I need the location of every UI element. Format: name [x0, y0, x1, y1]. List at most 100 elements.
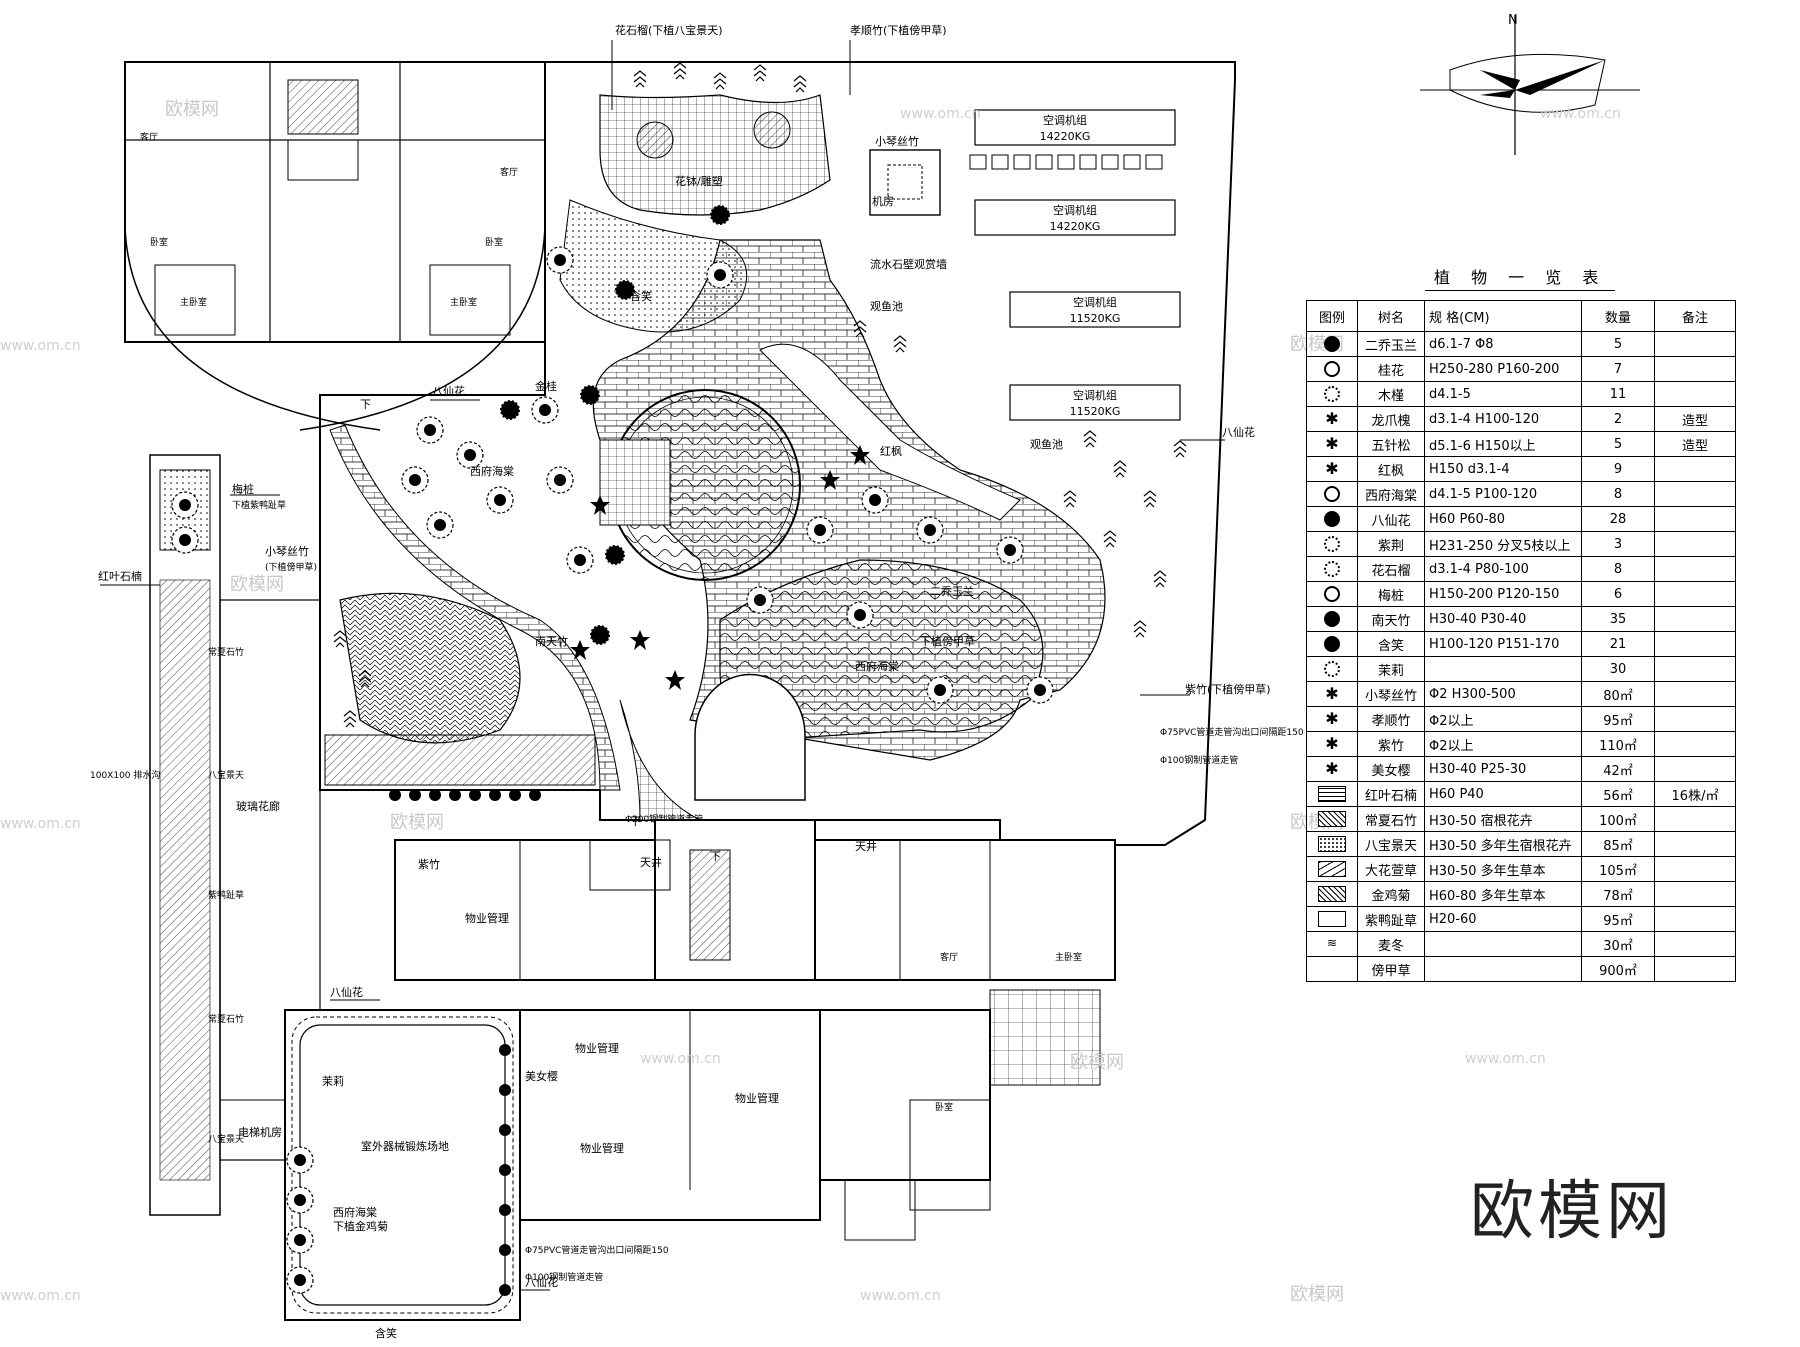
plant-symbol-cell	[1306, 631, 1358, 657]
room-label-bedroom: 卧室	[150, 236, 168, 248]
plant-name-cell: 含笑	[1357, 631, 1425, 657]
watermark-url-1: www.om.cn	[900, 106, 981, 122]
plant-symbol-cell	[1306, 581, 1358, 607]
plant-note-cell	[1654, 881, 1736, 907]
crabapple-label-3: 西府海棠	[333, 1205, 377, 1219]
plant-symbol-cell	[1306, 781, 1358, 807]
plant-qty-cell: 35	[1581, 606, 1655, 632]
plant-table-row: 傍甲草 900㎡	[1306, 956, 1736, 982]
plant-star-icon: ✱	[1325, 734, 1339, 753]
west-planting-strip: 电梯机房 玻璃花廊 常夏石竹 八宝景天 紫鸭趾草 常夏石竹 八宝景天 100X1…	[90, 454, 321, 1216]
plant-note-cell	[1654, 606, 1736, 632]
watermark-url-4: www.om.cn	[0, 816, 81, 832]
plant-symbol-cell: ✱	[1306, 681, 1358, 707]
skylight-label-1: 天井	[640, 855, 662, 869]
fitness-label: 室外器械锻炼场地	[361, 1139, 449, 1153]
small-bamboo-2-label: 小琴丝竹	[875, 134, 919, 148]
garden-labels: 金桂 西府海棠 西府海棠 二乔玉兰 下植傍甲草 红枫 含笑 观鱼池 观鱼池 流水…	[360, 257, 1063, 673]
skylight-label-2: 天井	[855, 839, 877, 853]
plant-spec-cell	[1424, 656, 1582, 682]
brand-logo-text: 欧模网	[1470, 1175, 1674, 1249]
plum-pile-label: 梅桩	[232, 482, 254, 496]
hydrangea-mid-callout: 八仙花	[330, 986, 363, 999]
grate-label: 100X100 排水沟	[90, 769, 160, 781]
plant-note-cell: 造型	[1654, 406, 1736, 432]
room-label-bedroom-3: 卧室	[935, 1101, 953, 1113]
plant-qty-cell: 78㎡	[1581, 881, 1655, 907]
plant-name-cell: 傍甲草	[1357, 956, 1425, 982]
plant-symbol-cell: ✱	[1306, 706, 1358, 732]
ac-unit-2-title: 空调机组	[1053, 203, 1097, 217]
plant-grid-icon	[1318, 786, 1346, 802]
garden-planting	[324, 62, 1187, 801]
leader-callouts: 花石榴(下植八宝景天) 孝顺竹(下植傍甲草) 紫竹(下植傍甲草) 八仙花 八仙花…	[330, 23, 1304, 1340]
ac-unit-3-title: 空调机组	[1073, 295, 1117, 309]
plant-name-cell: 红叶石楠	[1357, 781, 1425, 807]
plant-symbol-cell	[1306, 656, 1358, 682]
plant-star-icon: ✱	[1325, 759, 1339, 778]
watermark-6: 欧模网	[1070, 1052, 1124, 1073]
plant-circle-icon	[1324, 586, 1340, 602]
filial-bamboo-callout: 孝顺竹(下植傍甲草)	[850, 23, 947, 37]
stonecrop-label-1: 八宝景天	[208, 769, 244, 781]
ac-unit-4-weight: 11520KG	[1070, 405, 1121, 418]
plant-name-cell: 西府海棠	[1357, 481, 1425, 507]
header-qty: 数量	[1581, 300, 1655, 332]
plant-name-cell: 金鸡菊	[1357, 881, 1425, 907]
southern-building-complex: 物业管理 物业管理 物业管理 物业管理 紫竹 天井 天井 美女樱 客厅 主卧室 …	[394, 815, 1116, 1241]
plant-symbol-cell	[1306, 831, 1358, 857]
plant-symbol-cell	[1306, 881, 1358, 907]
plant-symbol-cell	[1306, 856, 1358, 882]
plant-qty-cell: 3	[1581, 531, 1655, 557]
plant-star-icon: ✱	[1325, 459, 1339, 478]
plant-spec-cell: H231-250 分叉5枝以上	[1424, 531, 1582, 557]
plant-spec-cell	[1424, 956, 1582, 982]
plant-table-title: 植 物 一 览 表	[1434, 268, 1607, 287]
plant-name-cell: 孝顺竹	[1357, 706, 1425, 732]
magnolia-label: 二乔玉兰	[930, 585, 974, 598]
plant-qty-cell: 9	[1581, 456, 1655, 482]
plant-spec-cell: H30-40 P25-30	[1424, 756, 1582, 782]
plant-symbol-cell	[1306, 906, 1358, 932]
ac-unit-2-weight: 14220KG	[1050, 220, 1101, 233]
plant-note-cell	[1654, 506, 1736, 532]
paved-paths	[329, 239, 1106, 821]
plant-circle-fill-icon	[1324, 636, 1340, 652]
plant-name-cell: 紫荆	[1357, 531, 1425, 557]
plant-circle-fill-icon	[1324, 336, 1340, 352]
purple-bamboo-callout: 紫竹(下植傍甲草)	[1185, 682, 1271, 696]
plant-qty-cell: 56㎡	[1581, 781, 1655, 807]
plant-circle-fill-icon	[1324, 611, 1340, 627]
plant-hatch-icon	[1318, 886, 1346, 902]
plant-spec-cell: H20-60	[1424, 906, 1582, 932]
watermark-url-5: www.om.cn	[1465, 1051, 1546, 1067]
plant-symbol-cell	[1306, 956, 1358, 982]
plant-symbol-cell	[1306, 606, 1358, 632]
plant-symbol-cell	[1306, 381, 1358, 407]
plant-qty-cell: 80㎡	[1581, 681, 1655, 707]
plant-note-cell	[1654, 956, 1736, 982]
plant-note-cell	[1654, 681, 1736, 707]
plant-spec-cell: d3.1-4 P80-100	[1424, 556, 1582, 582]
plant-qty-cell: 8	[1581, 481, 1655, 507]
fish-pond-label-2: 观鱼池	[1030, 437, 1063, 451]
ac-unit-3: 空调机组 11520KG	[1009, 291, 1181, 328]
plant-spec-cell: H100-120 P151-170	[1424, 631, 1582, 657]
plant-note-cell	[1654, 531, 1736, 557]
plant-qty-cell: 900㎡	[1581, 956, 1655, 982]
plant-name-cell: 紫竹	[1357, 731, 1425, 757]
sculpture-label: 花钵/雕塑	[675, 174, 723, 188]
plant-spec-cell: d5.1-6 H150以上	[1424, 431, 1582, 457]
plant-empty-icon	[1318, 911, 1346, 927]
verbena-label: 美女樱	[525, 1069, 558, 1083]
plant-spec-cell: d3.1-4 H100-120	[1424, 406, 1582, 432]
flower-pomegranate-callout: 花石榴(下植八宝景天)	[615, 23, 723, 37]
